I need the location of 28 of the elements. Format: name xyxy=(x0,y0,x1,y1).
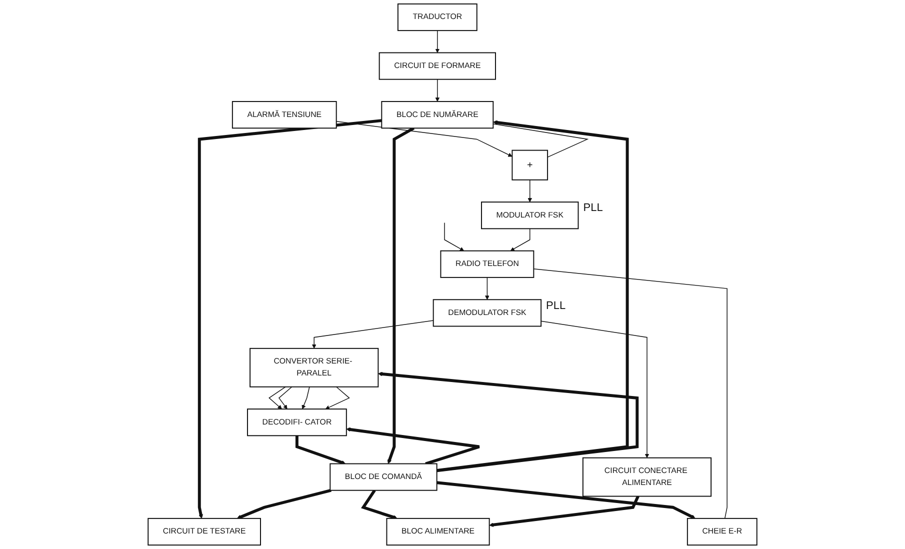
node-caption: PLL xyxy=(583,202,603,214)
connector xyxy=(533,268,728,519)
arrow xyxy=(528,180,532,202)
arrow xyxy=(489,496,640,527)
arrow xyxy=(485,277,490,300)
arrow xyxy=(236,488,332,520)
arrow xyxy=(510,228,530,252)
arrow xyxy=(278,386,292,410)
arrow xyxy=(336,121,512,157)
arrow xyxy=(378,372,639,472)
arrow xyxy=(435,30,440,53)
arrow xyxy=(361,490,398,520)
arrow xyxy=(268,386,286,410)
arrow xyxy=(346,427,481,466)
arrow xyxy=(540,320,650,458)
arrow xyxy=(312,320,434,349)
arrow xyxy=(387,126,415,464)
connector xyxy=(492,124,589,158)
arrow xyxy=(198,119,382,519)
arrow xyxy=(436,120,629,472)
arrow xyxy=(444,222,464,252)
node-caption: PLL xyxy=(546,300,566,312)
arrow xyxy=(436,481,696,519)
arrow xyxy=(302,386,310,410)
arrow xyxy=(295,436,346,464)
node-box: + xyxy=(512,150,548,180)
arrow xyxy=(325,386,350,410)
arrow xyxy=(435,78,440,102)
